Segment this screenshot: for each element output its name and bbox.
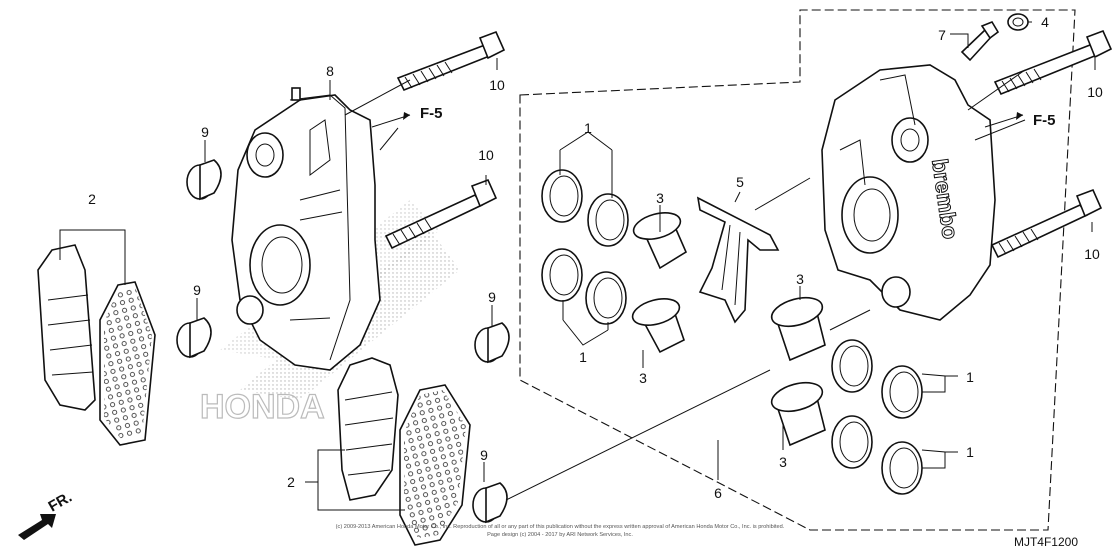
f5-arrow-left: F-5 [371, 105, 443, 128]
bolt-upper-right [993, 29, 1113, 96]
callout-2: 2 [88, 191, 96, 207]
callout-2: 2 [287, 474, 295, 490]
bleeder-valve [960, 21, 1000, 62]
callout-3: 3 [639, 370, 647, 386]
seal-rings-right [831, 339, 923, 495]
callout-5: 5 [736, 174, 744, 190]
callout-9: 9 [193, 282, 201, 298]
f5-arrow-right: F-5 [984, 112, 1056, 129]
bolt-lower-right [990, 188, 1103, 259]
callout-3: 3 [656, 190, 664, 206]
plug-middle [474, 322, 510, 364]
brake-pads-center [337, 357, 471, 546]
pistons [631, 212, 826, 447]
callout-1: 1 [579, 349, 587, 365]
bolt-middle-left [384, 178, 498, 250]
leader-lines [59, 21, 1096, 511]
callout-3: 3 [796, 271, 804, 287]
f5-label-left: F-5 [420, 105, 443, 122]
callout-10: 10 [1084, 246, 1100, 262]
f5-label-right: F-5 [1033, 112, 1056, 129]
callout-1: 1 [966, 444, 974, 460]
diagram-code: MJT4F1200 [1014, 535, 1078, 549]
callout-10: 10 [1087, 84, 1103, 100]
callout-9: 9 [201, 124, 209, 140]
assembly-outline [519, 9, 1076, 531]
copyright-line-2: Page design (c) 2004 - 2017 by ARI Netwo… [487, 532, 633, 538]
callout-9: 9 [480, 447, 488, 463]
callout-10: 10 [478, 147, 494, 163]
callout-1: 1 [966, 369, 974, 385]
callout-9: 9 [488, 289, 496, 305]
front-label: FR. [46, 489, 75, 516]
watermark-text: HONDA [200, 388, 325, 426]
seal-rings-upper-left [541, 169, 629, 325]
callout-1: 1 [584, 120, 592, 136]
callout-8: 8 [326, 63, 334, 79]
pad-spring [696, 196, 780, 324]
front-arrow: FR. [18, 489, 75, 540]
callout-6: 6 [714, 485, 722, 501]
callout-4: 4 [1041, 14, 1049, 30]
left-caliper [231, 87, 381, 371]
copyright-line-1: (c) 2009-2013 American Honda Motor Co., … [336, 524, 785, 530]
right-caliper: brembo [821, 64, 996, 321]
plug-lower-left [176, 317, 212, 359]
bleeder-cap [1007, 13, 1029, 31]
plug-bottom [472, 482, 508, 524]
plug-upper-left [186, 159, 222, 201]
callout-7: 7 [938, 27, 946, 43]
bolt-upper-left [396, 30, 506, 92]
brake-pads-left [37, 244, 156, 446]
callout-10: 10 [489, 77, 505, 93]
callout-3: 3 [779, 454, 787, 470]
